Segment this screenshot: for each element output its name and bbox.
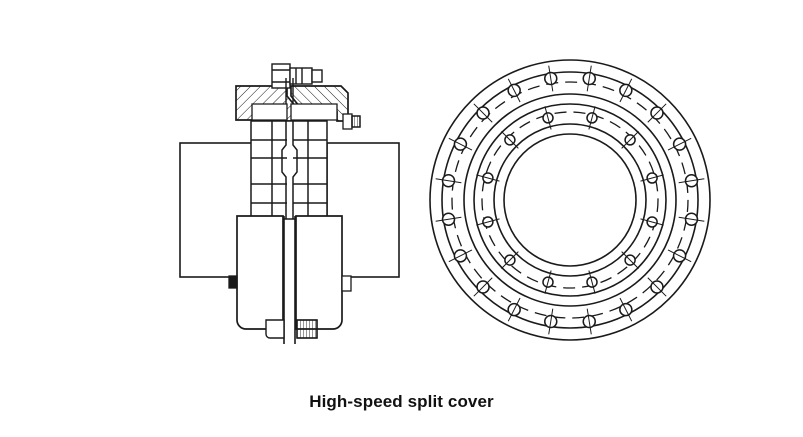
mid-flange-outer (463, 93, 677, 307)
bolt-nut (311, 69, 323, 83)
inner-bolt-circle (481, 111, 659, 289)
outer-bolt-circle (451, 81, 689, 319)
bolt-centre-mark (678, 178, 705, 184)
outer-bolt-ring (435, 65, 705, 335)
bolt-centre-mark (588, 106, 596, 130)
flange-inner-pocket-left (251, 103, 288, 121)
bolt-centre-mark (448, 137, 473, 151)
figure-caption: High-speed split cover (309, 392, 494, 411)
bolt-centre-mark (473, 103, 493, 123)
bolt-centre-mark (647, 103, 667, 123)
bolt-centre-mark (548, 308, 554, 335)
bolt-centre-mark (647, 277, 667, 297)
outer-flange-inner (441, 71, 699, 329)
bottom-hex-bolt (265, 319, 318, 339)
lower-left-bolt-head (228, 275, 238, 289)
lower-body-right (295, 215, 343, 330)
bolt-centre-mark (448, 249, 473, 263)
mid-flange-inner (473, 103, 667, 297)
bolt-centre-mark (544, 270, 552, 294)
bolt-centre-mark (621, 251, 639, 269)
bolt-centre-mark (476, 174, 500, 182)
lower-right-bolt-head (341, 275, 352, 292)
right-side-bolt (342, 113, 361, 130)
bolt-centre-mark (501, 251, 519, 269)
end-face-view (429, 59, 711, 341)
bolt-centre-mark (621, 131, 639, 149)
lower-coupling-body (236, 215, 343, 330)
cross-section-view (179, 63, 400, 344)
bolt-centre-mark (678, 216, 705, 222)
caption-container: High-speed split cover (0, 392, 803, 412)
seal-gear-block (250, 120, 328, 220)
seal-split-gap-left (281, 121, 287, 219)
bore-outer-ring (493, 123, 647, 277)
bolt-centre-mark (586, 308, 592, 335)
flange-inner-pocket-right (290, 103, 338, 121)
bolt-centre-mark (667, 137, 692, 151)
lower-left-side-bolt (228, 275, 238, 289)
right-side-bolt-nut (351, 115, 361, 128)
bolt-centre-mark (619, 78, 633, 103)
bolt-centre-mark (435, 178, 462, 184)
bolt-centre-mark (548, 65, 554, 92)
top-hex-bolt (271, 63, 323, 104)
bolt-centre-mark (501, 131, 519, 149)
bore-edge (503, 133, 637, 267)
bolt-centre-mark (586, 65, 592, 92)
bolt-centre-mark (507, 297, 521, 322)
outer-flange-rim (429, 59, 711, 341)
bolt-hex-head (271, 63, 291, 89)
right-side-bolt-nut-outline (351, 115, 361, 128)
bolt-centre-mark (619, 297, 633, 322)
bolt-centre-mark (507, 78, 521, 103)
bottom-bolt-nut (296, 319, 318, 339)
bottom-bolt-nut-outline (296, 319, 318, 339)
bolt-centre-mark (640, 174, 664, 182)
bolt-centre-mark (667, 249, 692, 263)
split-centerline (283, 216, 296, 344)
bolt-centre-mark (473, 277, 493, 297)
lower-right-side-bolt (341, 275, 352, 292)
hatched-split-flange (235, 85, 349, 122)
lower-body-left (236, 215, 284, 330)
bolt-centre-mark (640, 218, 664, 226)
bottom-bolt-head (265, 319, 285, 339)
seal-split-gap-right (292, 121, 298, 219)
bolt-centre-mark (476, 218, 500, 226)
seal-block-body (250, 120, 328, 220)
bolt-centre-mark (435, 216, 462, 222)
bolt-centre-mark (588, 270, 596, 294)
right-side-bolt-head (342, 113, 353, 130)
bolt-centre-mark (544, 106, 552, 130)
inner-bolt-ring (476, 106, 664, 294)
